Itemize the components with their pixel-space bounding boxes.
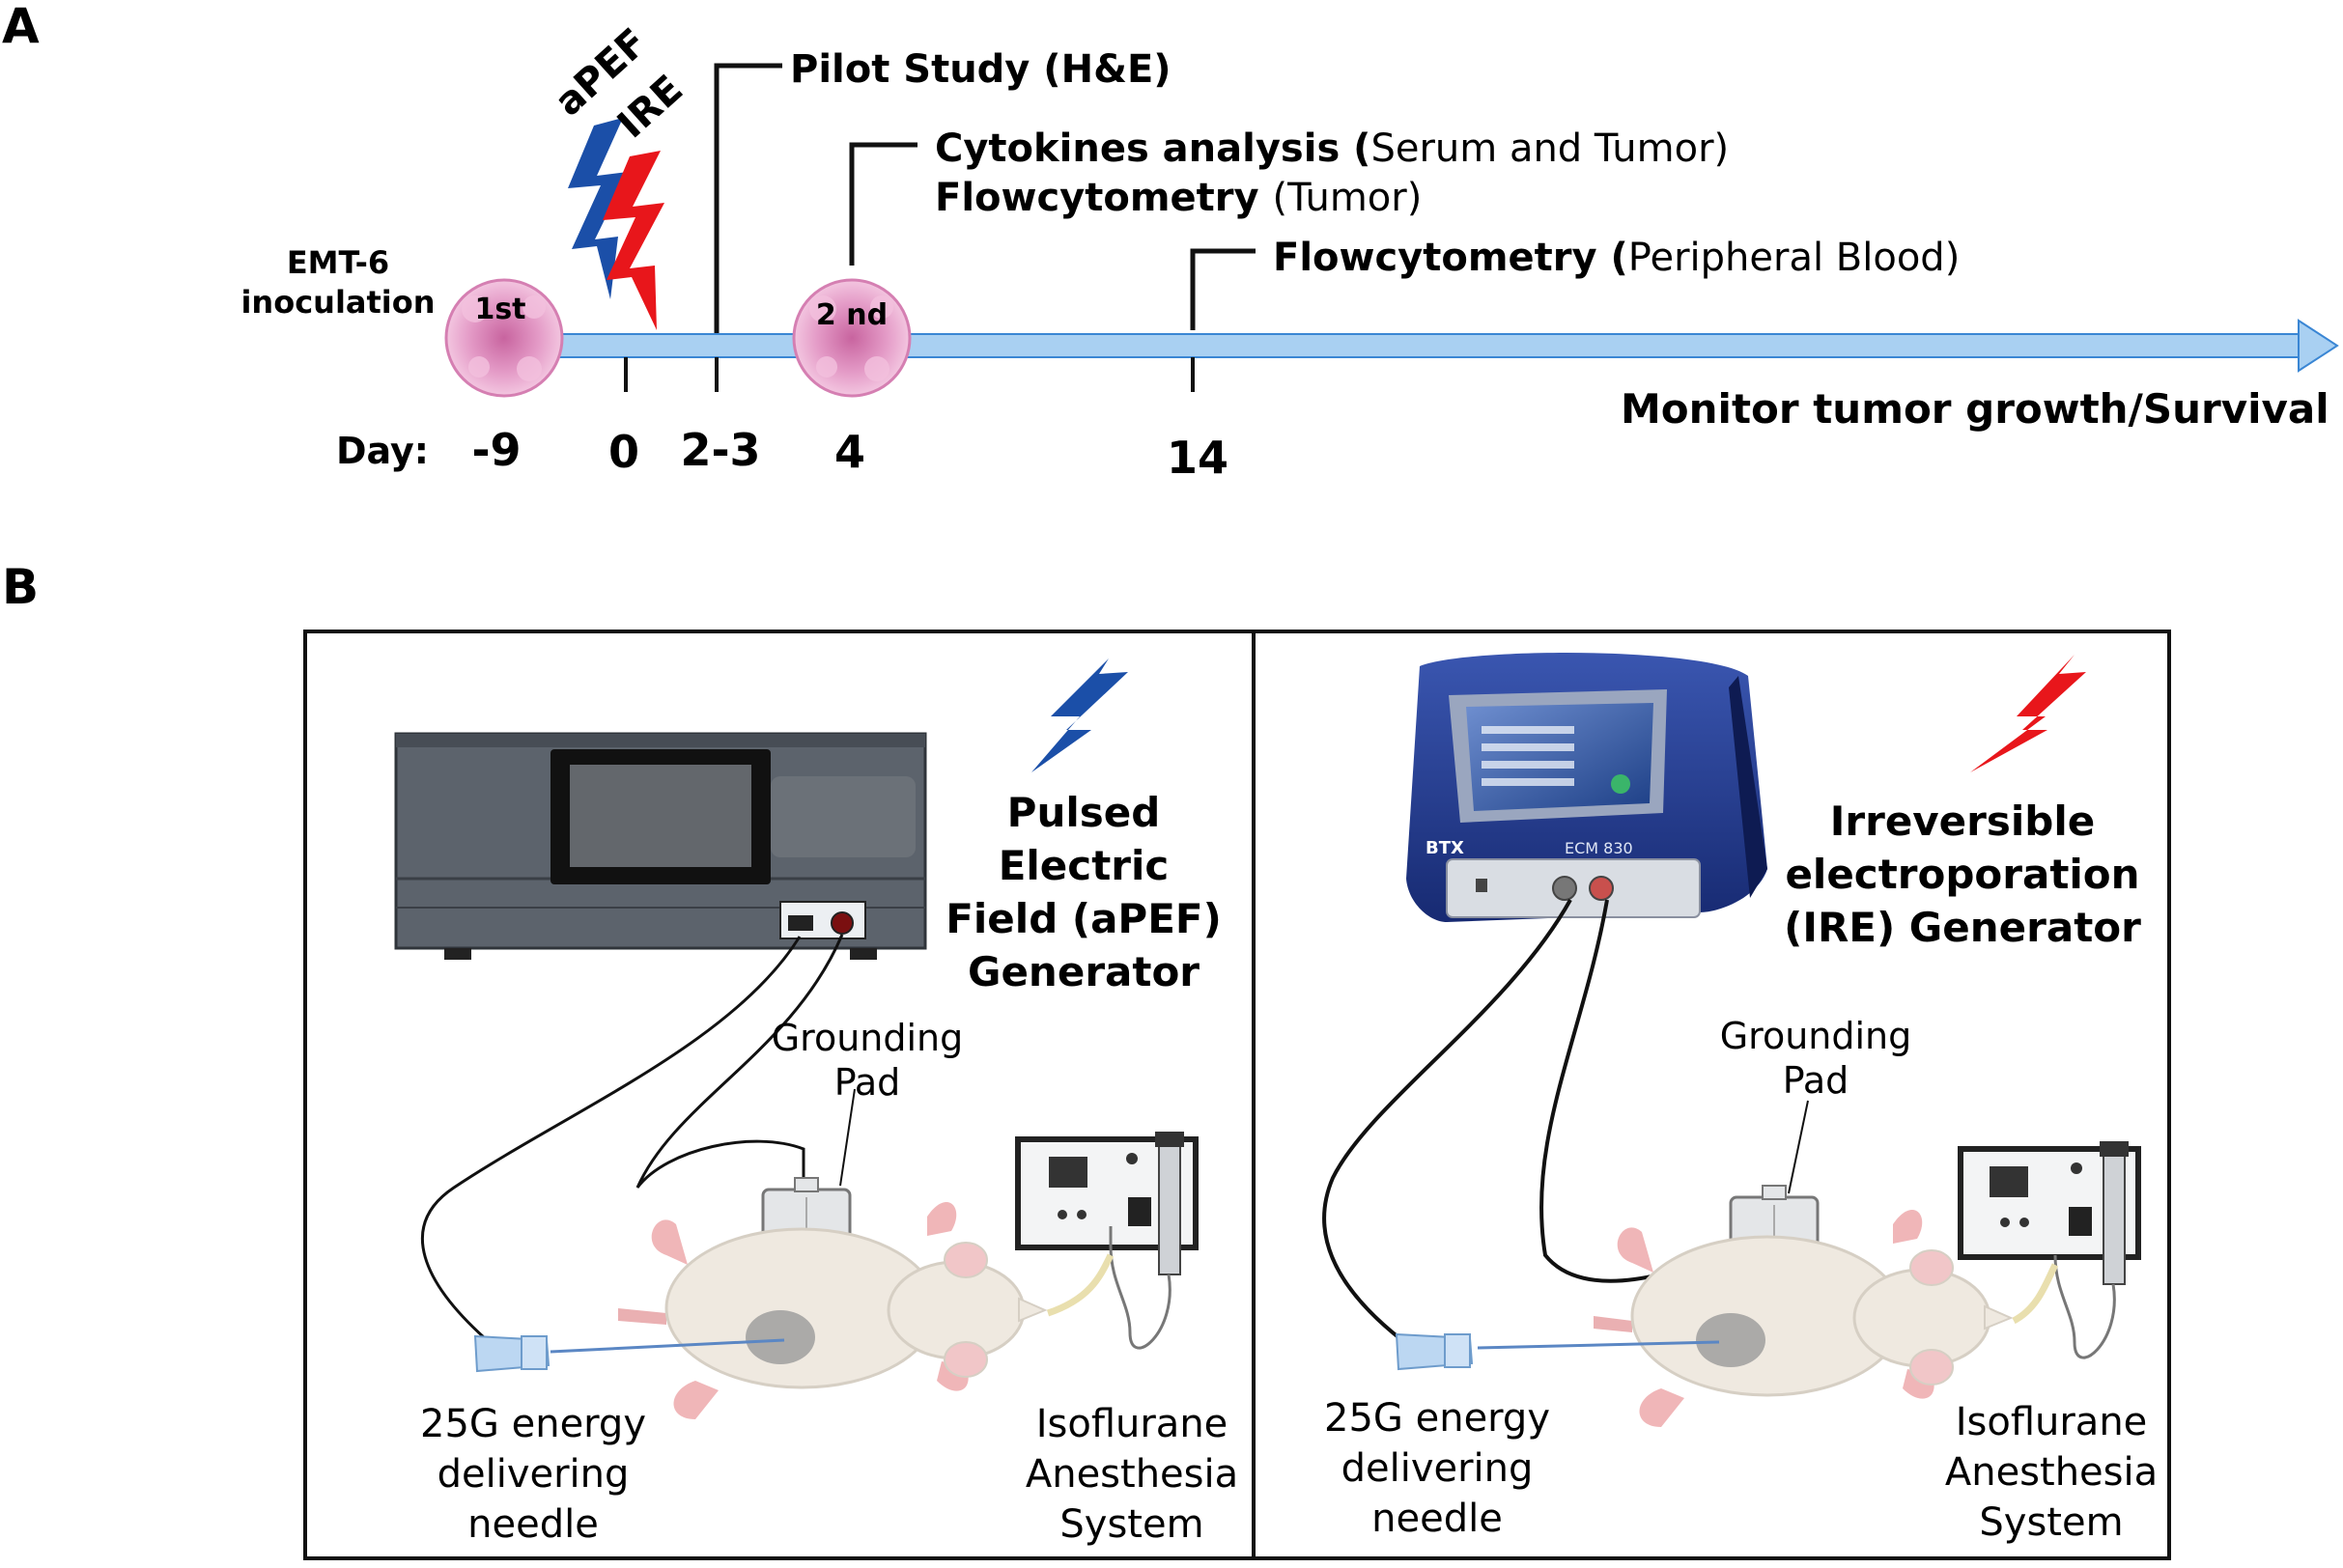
day-0: 0 xyxy=(608,426,639,478)
needle-label-line-3: needle xyxy=(467,1502,599,1547)
day-axis-label: Day: xyxy=(336,430,429,472)
ire-title-line-3: (IRE) Generator xyxy=(1784,904,2141,951)
apef-title-line-3: Field (aPEF) xyxy=(946,895,1222,942)
event-flow-tumor-detail: (Tumor) xyxy=(1273,176,1423,220)
event-cytokines-bold: Cytokines analysis ( xyxy=(935,126,1370,171)
anesthesia-label-line-2: Anesthesia xyxy=(1026,1452,1238,1497)
panel-a-label: A xyxy=(2,0,40,54)
inoculation-line-1: EMT-6 xyxy=(287,244,389,281)
ire-bolt-icon-b xyxy=(1970,655,2086,772)
ire-device-brand: BTX xyxy=(1426,838,1464,858)
needle-icon xyxy=(1395,1332,1720,1371)
apef-title-line-1: Pulsed xyxy=(1007,789,1161,836)
apef-bolt-icon-b xyxy=(1031,658,1128,772)
needle-icon xyxy=(473,1334,785,1373)
event-cytokines-detail: Serum and Tumor) xyxy=(1370,126,1729,171)
event-flow-blood: Flowcytometry (Peripheral Blood) xyxy=(1273,236,1960,280)
tumor-2-label: 2 nd xyxy=(816,298,888,332)
event-pilot-study: Pilot Study (H&E) xyxy=(790,47,1172,92)
needle-label-line-1: 25G energy xyxy=(1324,1396,1550,1441)
event-flow-tumor-bold: Flowcytometry xyxy=(935,176,1273,220)
grounding-label-line-1: Grounding xyxy=(1720,1015,1912,1057)
anesthesia-label-line-1: Isoflurane xyxy=(1956,1400,2148,1444)
day-minus-9: -9 xyxy=(471,424,521,476)
apef-title-line-4: Generator xyxy=(968,948,1200,995)
day-2-3: 2-3 xyxy=(680,424,760,476)
tumor-2-icon xyxy=(792,278,912,398)
needle-label-line-3: needle xyxy=(1371,1497,1503,1541)
grounding-pointer xyxy=(1788,1100,1809,1194)
anesthesia-label-line-1: Isoflurane xyxy=(1036,1402,1228,1446)
apef-cables xyxy=(420,934,844,1340)
day-4: 4 xyxy=(834,426,865,478)
anesthesia-machine-icon xyxy=(1015,1132,1199,1350)
event-flow-blood-bold: Flowcytometry ( xyxy=(1273,236,1628,280)
timeline-arrow xyxy=(501,319,2339,373)
needle-label-line-2: delivering xyxy=(1341,1446,1534,1491)
grounding-label-line-2: Pad xyxy=(1783,1059,1849,1102)
anesthesia-label-line-3: System xyxy=(1059,1502,1203,1547)
apef-generator-device xyxy=(394,732,927,960)
event-flow-blood-detail: Peripheral Blood) xyxy=(1628,236,1961,280)
grounding-label-line-2: Pad xyxy=(834,1061,901,1104)
event-flow-tumor: Flowcytometry (Tumor) xyxy=(935,176,1422,220)
day-14: 14 xyxy=(1167,432,1228,484)
apef-bolt-icon xyxy=(568,118,628,299)
panel-b-frame xyxy=(303,630,2171,1560)
anesthesia-machine-icon xyxy=(1958,1141,2141,1359)
tumor-1-icon xyxy=(444,278,564,398)
ire-bolt-icon xyxy=(603,151,664,330)
mouse-icon xyxy=(618,1201,1048,1419)
panel-b-label: B xyxy=(2,559,39,615)
needle-label-line-1: 25G energy xyxy=(420,1402,646,1446)
mouse-icon xyxy=(1594,1209,2014,1427)
monitor-label: Monitor tumor growth/Survival xyxy=(1621,385,2329,433)
tumor-1-label: 1st xyxy=(474,293,525,326)
ire-title-line-1: Irreversible xyxy=(1830,798,2095,845)
grounding-pointer xyxy=(839,1088,856,1187)
ire-device-model: ECM 830 xyxy=(1565,839,1633,857)
event-cytokines: Cytokines analysis (Serum and Tumor) xyxy=(935,126,1729,171)
anesthesia-label-line-3: System xyxy=(1979,1500,2123,1545)
grounding-label-line-1: Grounding xyxy=(772,1017,964,1059)
inoculation-line-2: inoculation xyxy=(240,284,435,321)
apef-title-line-2: Electric xyxy=(999,842,1170,889)
ire-generator-device xyxy=(1406,653,1767,922)
ire-title-line-2: electroporation xyxy=(1785,851,2139,898)
anesthesia-label-line-2: Anesthesia xyxy=(1945,1450,2158,1495)
needle-label-line-2: delivering xyxy=(438,1452,630,1497)
event-connectors xyxy=(714,63,1256,333)
